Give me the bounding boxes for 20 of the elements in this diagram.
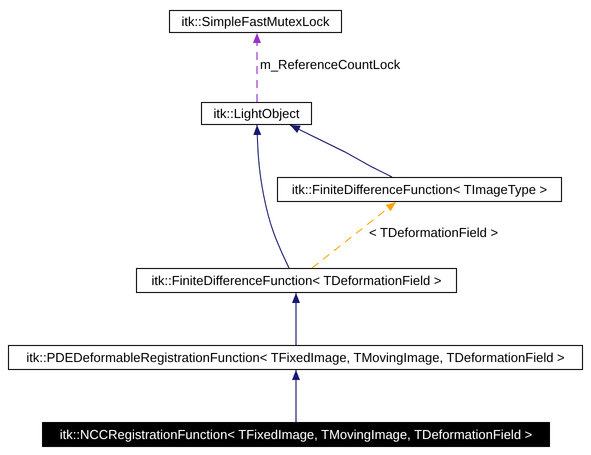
arrow: [292, 370, 300, 422]
class-box: [8, 345, 583, 370]
class-name: itk::PDEDeformableRegistrationFunction< TFixedImage, TMovingImage, TDeformationField >: [26, 350, 565, 365]
highlighted-class-box: [42, 422, 550, 447]
class-box: [201, 102, 312, 125]
edge-label: < TDeformationField >: [368, 225, 500, 240]
arrow: [253, 124, 290, 268]
dashed-arrow: [253, 32, 261, 102]
dashed-arrow: [312, 202, 396, 268]
class-name: itk::SimpleFastMutexLock: [181, 14, 330, 29]
edge-label: m_ReferenceCountLock: [259, 57, 402, 72]
class-box: [277, 177, 562, 202]
class-name: itk::LightObject: [214, 106, 300, 121]
arrow: [290, 124, 392, 178]
arrow: [292, 292, 300, 346]
class-name: itk::NCCRegistrationFunction< TFixedImage, TMovingImage, TDeformationField >: [60, 427, 532, 442]
class-name: itk::FiniteDifferenceFunction< TDeformationField >: [152, 273, 442, 288]
class-name: itk::FiniteDifferenceFunction< TImageType >: [292, 182, 548, 197]
class-box: [169, 10, 342, 33]
class-box: [136, 268, 457, 293]
